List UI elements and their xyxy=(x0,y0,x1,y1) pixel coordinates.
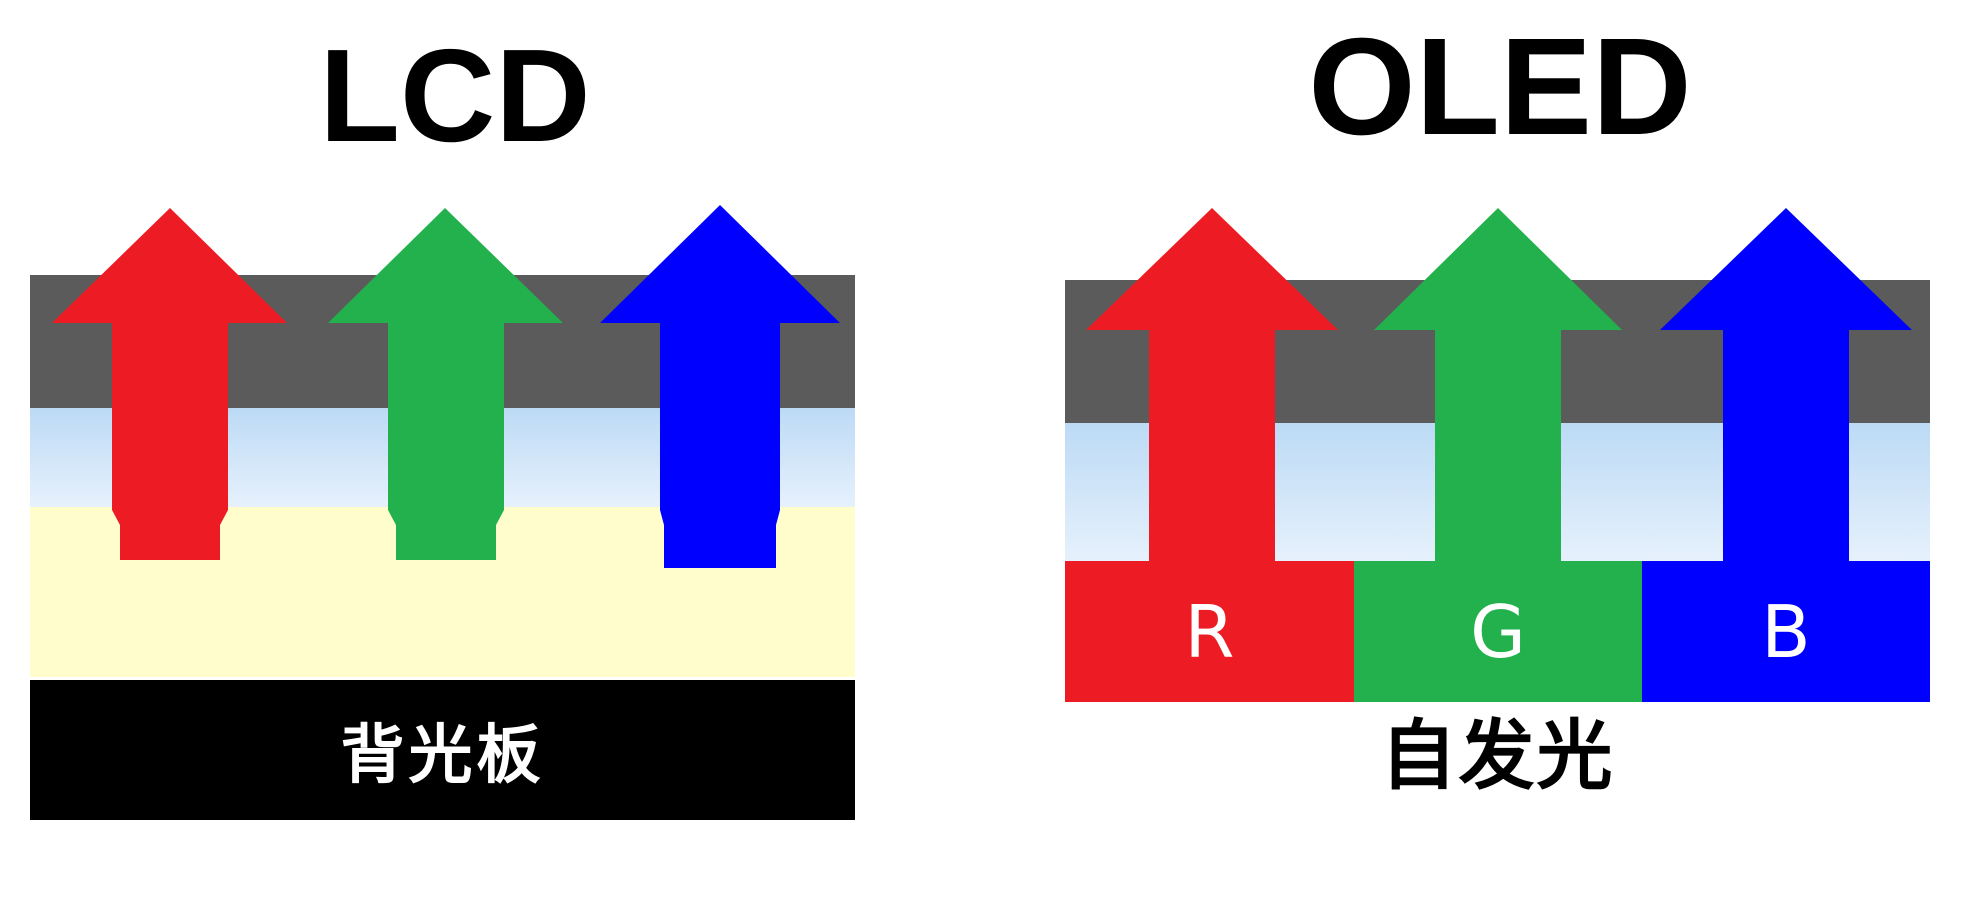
oled-title: OLED xyxy=(1308,10,1692,164)
self-emission-label: 自发光 xyxy=(1380,711,1615,800)
subpixel-label-r: R xyxy=(1184,589,1235,674)
lcd-diagram: 背光板 xyxy=(30,275,855,820)
oled-subpixel-green: G xyxy=(1354,561,1642,702)
subpixel-label-b: B xyxy=(1761,589,1811,674)
oled-subpixel-blue: B xyxy=(1642,561,1930,702)
lcd-backlight-panel: 背光板 xyxy=(30,680,855,820)
backlight-label: 背光板 xyxy=(340,719,545,793)
oled-top-layer xyxy=(1065,280,1930,423)
oled-subpixel-red: R xyxy=(1065,561,1354,702)
subpixel-label-g: G xyxy=(1470,589,1526,674)
lcd-diffuser-layer xyxy=(30,507,855,677)
lcd-title: LCD xyxy=(319,22,591,169)
oled-middle-layer xyxy=(1065,423,1930,561)
lcd-top-layer xyxy=(30,275,855,408)
lcd-liquid-crystal-layer xyxy=(30,408,855,507)
